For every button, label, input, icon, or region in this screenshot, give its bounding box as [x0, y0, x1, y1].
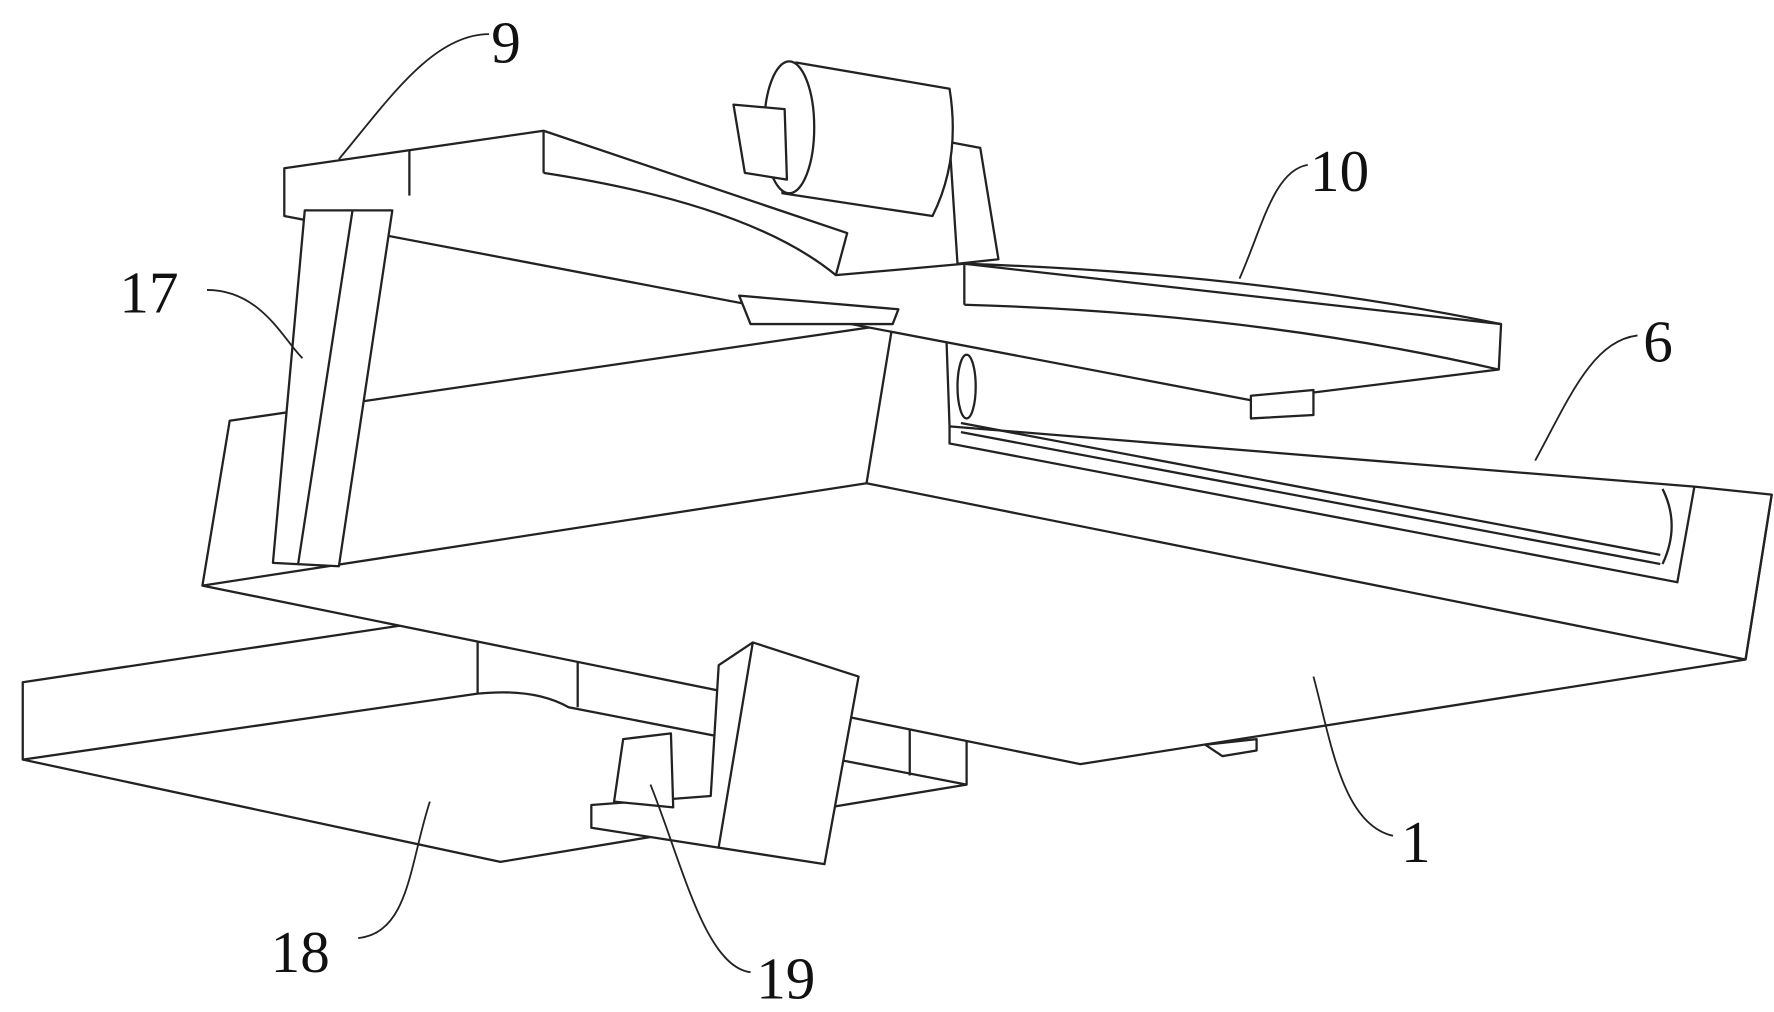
label-18: 18	[271, 919, 330, 985]
label-10: 10	[1310, 138, 1369, 204]
label-1: 1	[1401, 809, 1431, 875]
label-19: 19	[756, 945, 815, 1011]
label-6: 6	[1643, 309, 1673, 375]
label-9: 9	[491, 10, 521, 76]
label-17: 17	[119, 260, 178, 326]
